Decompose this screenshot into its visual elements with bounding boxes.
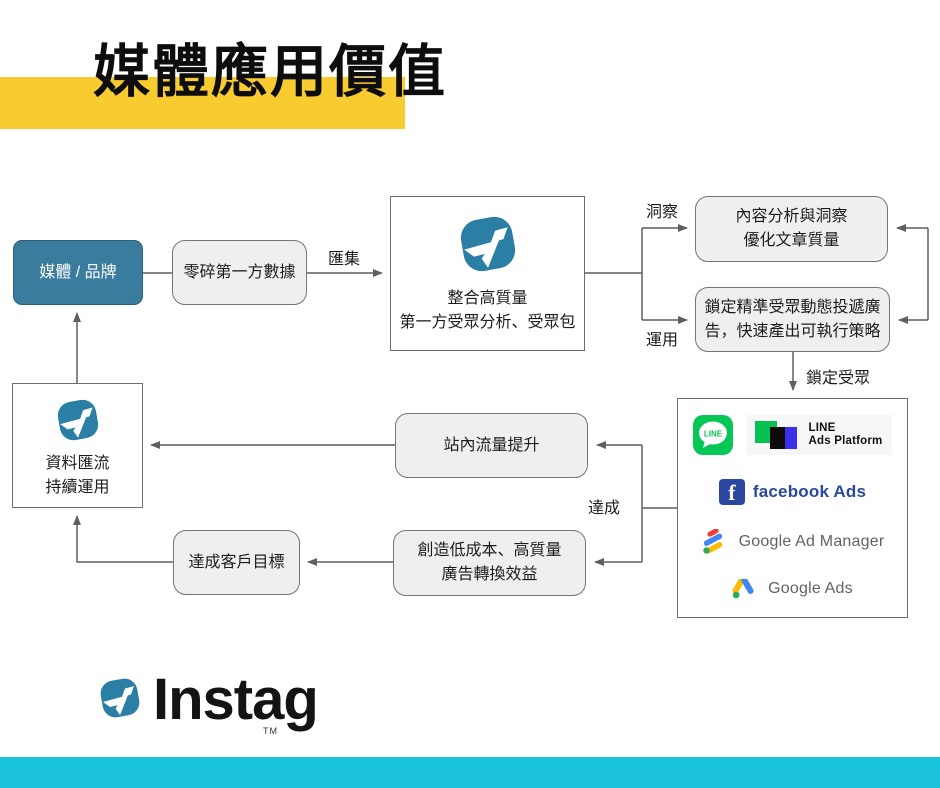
facebook-ads-label: facebook Ads bbox=[752, 482, 867, 501]
line-ads-line1: LINE bbox=[808, 422, 836, 434]
facebook-icon: f bbox=[718, 479, 745, 505]
line-ads-line2: Ads Platform bbox=[808, 435, 883, 447]
line-ads-platform-icon bbox=[754, 421, 799, 449]
edge-label-aggregate: 匯集 bbox=[328, 251, 361, 268]
customer-goal-label: 達成客戶目標 bbox=[188, 553, 285, 571]
google-ad-manager-label: Google Ad Manager bbox=[738, 533, 885, 550]
integration-line1: 整合高質量 bbox=[447, 290, 528, 307]
instag-logo-icon bbox=[100, 678, 140, 718]
platform-row-facebook: f facebook Ads bbox=[718, 479, 867, 505]
targeting-line1: 鎖定精準受眾動態投遞廣 bbox=[704, 298, 881, 316]
data-flow-box: 資料匯流 持續運用 bbox=[12, 383, 143, 508]
svg-text:LINE: LINE bbox=[703, 430, 722, 439]
targeting-box: 鎖定精準受眾動態投遞廣 告，快速產出可執行策略 bbox=[695, 287, 890, 352]
conversion-box: 創造低成本、高質量 廣告轉換效益 bbox=[393, 530, 586, 596]
line-ads-platform-logo: LINE Ads Platform bbox=[746, 415, 893, 455]
integration-line2: 第一方受眾分析、受眾包 bbox=[399, 314, 576, 331]
traffic-box: 站內流量提升 bbox=[395, 413, 588, 478]
edge-label-insight: 洞察 bbox=[646, 204, 679, 221]
platform-row-gam: Google Ad Manager bbox=[701, 529, 885, 555]
customer-goal-box: 達成客戶目標 bbox=[173, 530, 300, 595]
conversion-line1: 創造低成本、高質量 bbox=[417, 542, 562, 559]
content-analysis-line1: 內容分析與洞察 bbox=[735, 208, 848, 225]
traffic-label: 站內流量提升 bbox=[443, 436, 540, 454]
google-ads-label: Google Ads bbox=[768, 580, 853, 597]
content-analysis-box: 內容分析與洞察 優化文章質量 bbox=[695, 196, 888, 262]
edge-label-achieve: 達成 bbox=[588, 500, 621, 517]
page-title: 媒體應用價值 bbox=[93, 40, 447, 104]
media-brand-box: 媒體 / 品牌 bbox=[13, 240, 143, 305]
instag-logo-icon bbox=[57, 399, 98, 441]
platform-row-google-ads: Google Ads bbox=[732, 579, 853, 599]
footer-brand-name: Instag bbox=[153, 667, 319, 732]
data-flow-line1: 資料匯流 bbox=[45, 455, 110, 472]
data-flow-line2: 持續運用 bbox=[45, 479, 110, 496]
line-icon: LINE bbox=[692, 415, 733, 455]
google-ad-manager-icon bbox=[702, 529, 722, 554]
media-brand-label: 媒體 / 品牌 bbox=[39, 263, 117, 281]
edge-label-lock-audience: 鎖定受眾 bbox=[806, 370, 871, 387]
conversion-line2: 廣告轉換效益 bbox=[441, 566, 538, 583]
edge-label-apply: 運用 bbox=[646, 332, 679, 349]
google-ads-icon bbox=[732, 579, 754, 599]
fragmented-data-label: 零碎第一方數據 bbox=[183, 263, 296, 281]
content-analysis-line2: 優化文章質量 bbox=[743, 232, 840, 249]
footer-trademark: TM bbox=[263, 726, 278, 736]
targeting-line2: 告，快速產出可執行策略 bbox=[704, 322, 881, 340]
instag-logo-icon bbox=[460, 216, 515, 272]
platform-row-line: LINE LINE Ads Platform bbox=[692, 415, 893, 455]
footer-brand-logo: Instag bbox=[95, 667, 319, 732]
fragmented-data-box: 零碎第一方數據 bbox=[172, 240, 307, 305]
ad-platforms-box: LINE LINE Ads Platform f facebook Ads bbox=[677, 398, 908, 618]
integration-box: 整合高質量 第一方受眾分析、受眾包 bbox=[390, 196, 585, 351]
bottom-accent-bar bbox=[0, 757, 940, 788]
title-highlight-bar bbox=[0, 77, 405, 129]
